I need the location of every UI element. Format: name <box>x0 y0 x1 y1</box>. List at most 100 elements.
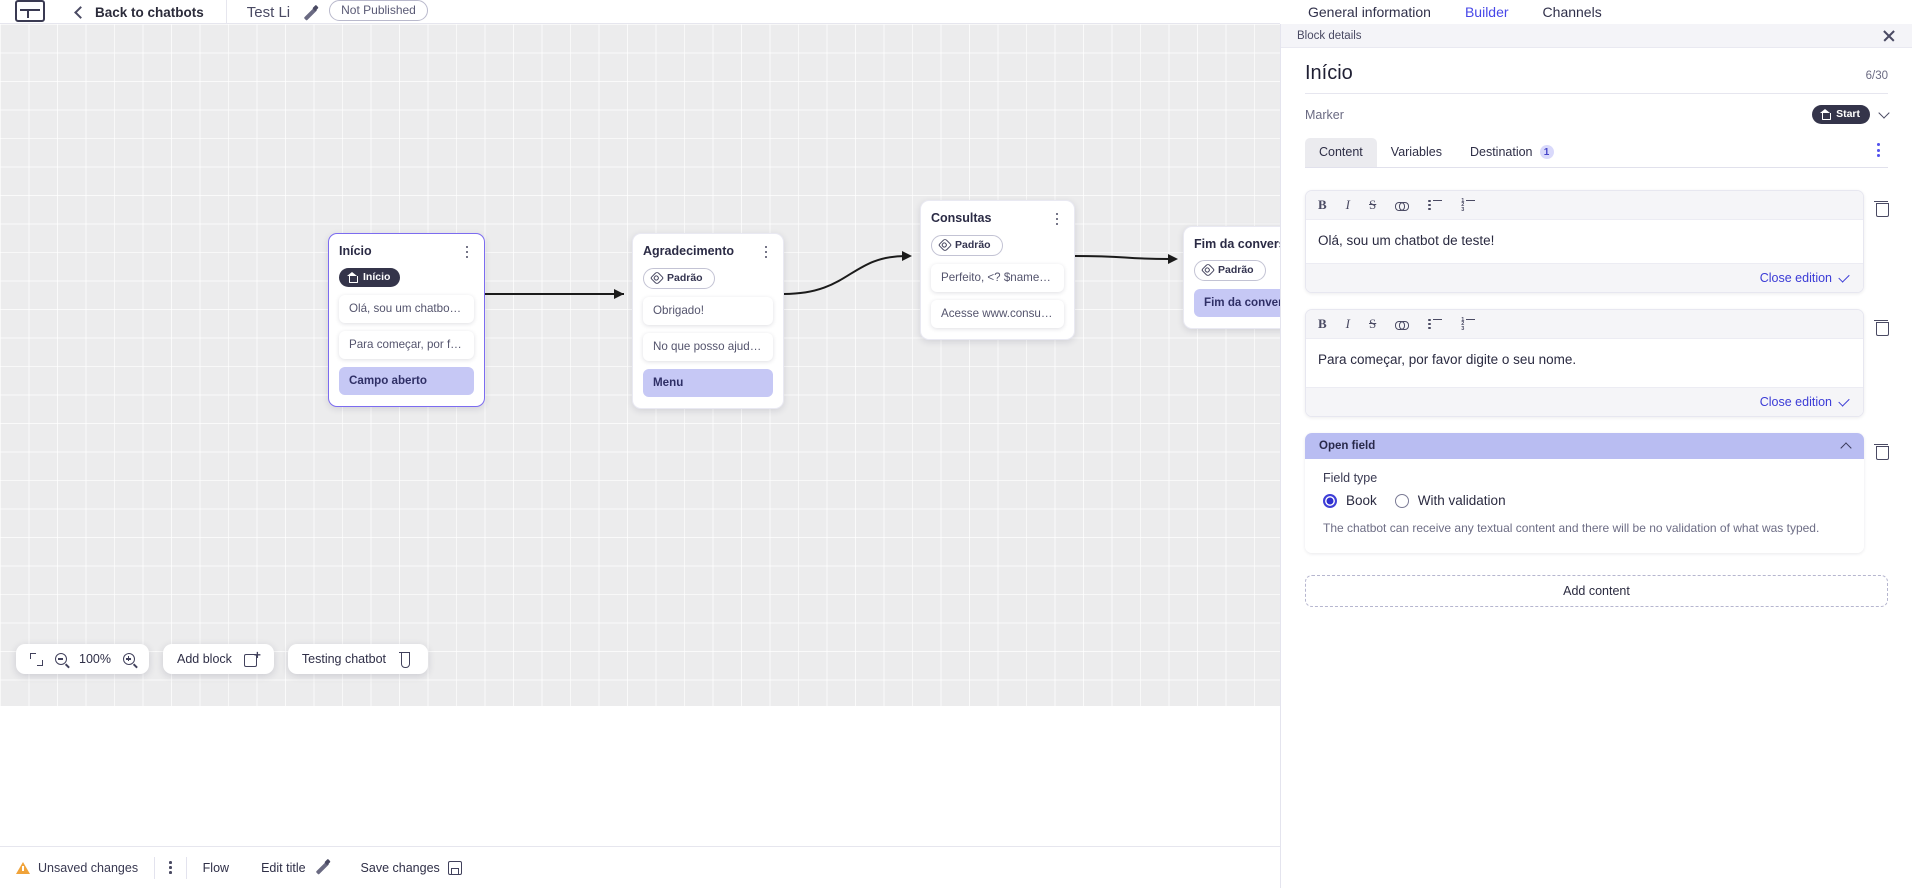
node-row[interactable]: Para começar, por favor digite o ... <box>339 331 474 359</box>
divider <box>154 856 156 879</box>
save-changes-button[interactable]: Save changes <box>345 860 478 875</box>
flow-node-consultas[interactable]: Consultas Padrão Perfeito, <? $name ?>! … <box>920 200 1075 340</box>
header-tabs: General information Builder Channels <box>1280 0 1912 28</box>
strikethrough-button[interactable]: S <box>1369 316 1377 331</box>
zoom-level: 100% <box>79 652 111 666</box>
node-header: Agradecimento <box>643 244 773 260</box>
node-header: Fim da conversa <box>1194 237 1281 252</box>
add-block-label: Add block <box>177 652 232 666</box>
tab-general-information[interactable]: General information <box>1308 4 1431 20</box>
add-content-button[interactable]: Add content <box>1305 575 1888 607</box>
zoom-out-icon[interactable] <box>55 653 67 665</box>
node-row[interactable]: Fim da conversa <box>1194 289 1281 317</box>
chevron-up-icon[interactable] <box>1840 441 1852 454</box>
radio-label: With validation <box>1417 493 1506 508</box>
close-edition-label: Close edition <box>1759 271 1832 285</box>
edit-title-label: Edit title <box>261 860 306 875</box>
open-field-block: Open field Field type Book <box>1305 433 1889 553</box>
marker-label: Marker <box>1305 107 1344 122</box>
node-tag-row: Padrão <box>643 268 773 289</box>
app-logo[interactable] <box>0 0 60 23</box>
tab-content[interactable]: Content <box>1305 138 1377 167</box>
node-title: Agradecimento <box>643 244 734 258</box>
node-menu-icon[interactable] <box>460 244 474 260</box>
node-menu-icon[interactable] <box>759 244 773 260</box>
radio-option-book[interactable]: Book <box>1323 493 1377 508</box>
canvas-toolbar: 100% Add block Testing chatbot <box>16 644 428 674</box>
tag-icon <box>649 270 665 286</box>
save-changes-label: Save changes <box>360 860 440 875</box>
radio-button[interactable] <box>1394 493 1409 508</box>
node-row[interactable]: No que posso ajudar, <? $name ... <box>643 333 773 361</box>
flow-button[interactable]: Flow <box>187 861 245 875</box>
testing-chatbot-button[interactable]: Testing chatbot <box>287 644 428 674</box>
trash-icon[interactable] <box>1874 442 1889 460</box>
pencil-icon <box>314 859 329 874</box>
tab-variables[interactable]: Variables <box>1377 138 1456 167</box>
node-row[interactable]: Obrigado! <box>643 297 773 325</box>
panel-body: Início 6/30 Marker Start Content <box>1281 48 1912 888</box>
strikethrough-button[interactable]: S <box>1369 197 1377 212</box>
tab-channels[interactable]: Channels <box>1542 4 1602 20</box>
close-edition-button[interactable]: Close edition <box>1759 270 1850 285</box>
node-tag-label: Padrão <box>667 272 703 284</box>
bold-button[interactable]: B <box>1318 316 1327 331</box>
close-icon[interactable] <box>1882 29 1896 43</box>
node-tag-start: Início <box>339 268 401 287</box>
zoom-in-icon[interactable] <box>123 653 135 665</box>
node-row[interactable]: Perfeito, <? $name ?>! <box>931 264 1064 292</box>
node-menu-icon[interactable] <box>1050 211 1064 227</box>
back-to-chatbots-button[interactable]: Back to chatbots <box>60 0 227 23</box>
node-row[interactable]: Acesse www.consultas.com par... <box>931 300 1064 328</box>
more-options-icon[interactable] <box>155 861 186 874</box>
flow-node-fim-da-conversa[interactable]: Fim da conversa Padrão Fim da conversa <box>1183 226 1281 329</box>
edit-title-button[interactable]: Edit title <box>245 859 344 876</box>
radio-label: Book <box>1346 493 1377 508</box>
node-row[interactable]: Menu <box>643 369 773 397</box>
status-bar: Unsaved changes Flow Edit title Save cha… <box>0 846 1281 888</box>
warning-icon <box>16 861 30 874</box>
close-edition-button[interactable]: Close edition <box>1759 394 1850 409</box>
radio-button[interactable] <box>1323 493 1337 508</box>
radio-option-with-validation[interactable]: With validation <box>1394 493 1506 508</box>
editor-text[interactable]: Olá, sou um chatbot de teste! <box>1318 233 1495 248</box>
bullet-list-icon[interactable] <box>1428 199 1443 211</box>
panel-title-row: Início 6/30 <box>1305 62 1888 94</box>
trash-icon[interactable] <box>1874 199 1889 217</box>
bullet-list-icon[interactable] <box>1428 318 1443 330</box>
italic-button[interactable]: I <box>1345 197 1351 212</box>
link-icon[interactable] <box>1395 200 1410 211</box>
node-row[interactable]: Olá, sou um chatbot de teste! <box>339 295 474 323</box>
close-edition-label: Close edition <box>1759 395 1832 409</box>
flow-label: Flow <box>202 860 230 875</box>
italic-button[interactable]: I <box>1345 316 1351 331</box>
editor-text[interactable]: Para começar, por favor digite o seu nom… <box>1318 352 1577 367</box>
app-logo-icon <box>15 0 45 22</box>
open-field-header[interactable]: Open field <box>1305 433 1864 459</box>
check-icon <box>1838 394 1850 407</box>
add-block-button[interactable]: Add block <box>163 644 274 674</box>
link-icon[interactable] <box>1395 319 1410 330</box>
flow-node-agradecimento[interactable]: Agradecimento Padrão Obrigado! No que po… <box>632 233 784 409</box>
node-row[interactable]: Campo aberto <box>339 367 474 395</box>
pencil-icon[interactable] <box>302 5 317 20</box>
flow-canvas[interactable]: Início Início Olá, sou um chatbot de tes… <box>0 24 1281 706</box>
tab-destination[interactable]: Destination 1 <box>1456 138 1568 167</box>
character-counter: 6/30 <box>1865 70 1888 82</box>
fit-screen-icon[interactable] <box>30 652 43 666</box>
chevron-down-icon[interactable] <box>1878 107 1890 119</box>
zoom-controls: 100% <box>16 644 149 674</box>
more-options-icon[interactable] <box>1869 143 1888 167</box>
publish-status-badge: Not Published <box>329 0 428 21</box>
marker-control[interactable]: Start <box>1812 105 1890 124</box>
trash-icon[interactable] <box>1874 318 1889 336</box>
flow-node-inicio[interactable]: Início Início Olá, sou um chatbot de tes… <box>328 233 485 407</box>
marker-badge-start[interactable]: Start <box>1812 105 1870 124</box>
bold-button[interactable]: B <box>1318 197 1327 212</box>
